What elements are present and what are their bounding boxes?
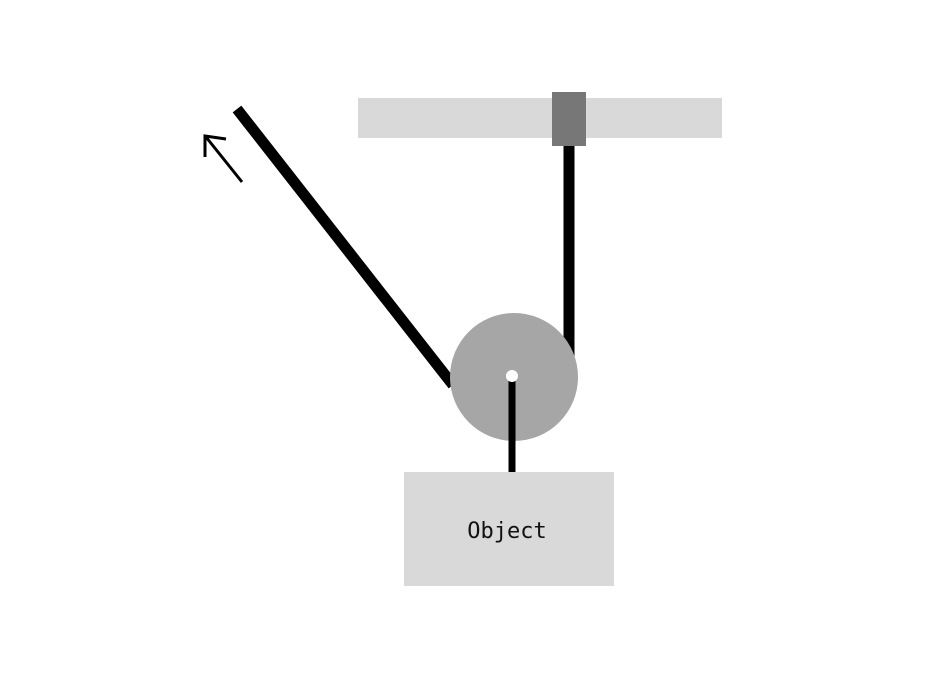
rope-pull-segment xyxy=(232,105,458,389)
pulley-axle xyxy=(506,370,518,382)
arrow-up-left-icon xyxy=(203,134,244,183)
anchor-block xyxy=(552,92,586,146)
object-box xyxy=(404,472,614,586)
object-label: Object xyxy=(467,519,546,544)
ceiling-bar xyxy=(358,98,722,138)
